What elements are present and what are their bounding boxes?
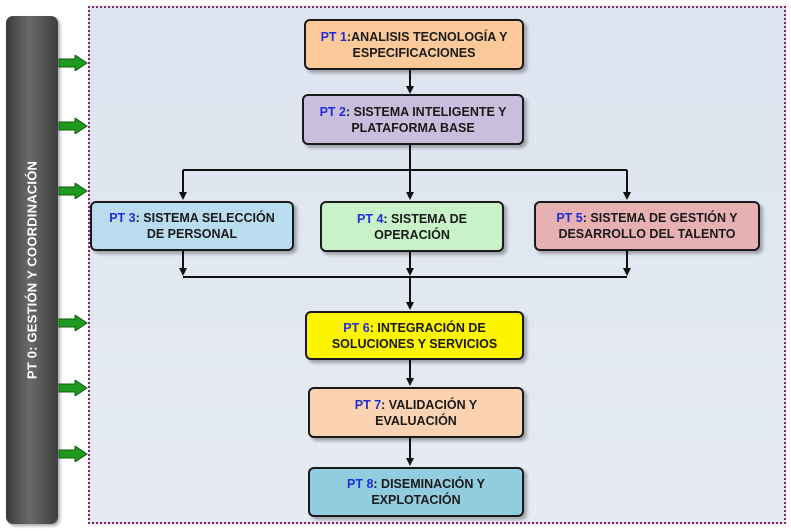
pt1-title-line2: ESPECIFICACIONES (352, 45, 476, 60)
pt5-box: PT 5: SISTEMA DE GESTIÓN Y DESARROLLO DEL… (534, 201, 760, 251)
green-arrow-icon (58, 380, 88, 396)
pt5-code: PT 5 (556, 211, 583, 225)
pt8-title-line1: DISEMINACIÓN Y (381, 477, 485, 491)
pt1-separator: : (346, 29, 352, 44)
pt5-separator: : (582, 211, 591, 225)
green-arrow-icon (58, 55, 88, 71)
pt3-title-line2: DE PERSONAL (146, 227, 238, 241)
pt3-code: PT 3 (109, 211, 136, 225)
pt8-title-line2: EXPLOTACIÓN (371, 493, 461, 507)
pt6-title-line2: SOLUCIONES Y SERVICIOS (331, 336, 498, 351)
pt4-title-line2: OPERACIÓN (374, 227, 450, 242)
pt8-separator: : (373, 477, 382, 491)
pt0-coordination-bar (6, 16, 58, 524)
pt4-title-line1: SISTEMA DE (391, 211, 467, 226)
pt6-title-line1: INTEGRACIÓN DE (377, 320, 486, 335)
pt3-title-line1: SISTEMA SELECCIÓN (143, 211, 275, 225)
pt3-box: PT 3: SISTEMA SELECCIÓN DE PERSONAL (90, 201, 294, 251)
pt8-box: PT 8: DISEMINACIÓN Y EXPLOTACIÓN (308, 467, 524, 517)
pt1-title-line1: ANALISIS TECNOLOGÍA Y (351, 29, 508, 44)
green-arrow-icon (58, 315, 88, 331)
pt5-title-line2: DESARROLLO DEL TALENTO (558, 227, 736, 241)
pt1-code: PT 1 (320, 29, 347, 44)
green-arrow-icon (58, 118, 88, 134)
pt7-separator: : (381, 397, 389, 412)
pt4-separator: : (383, 211, 392, 226)
pt6-code: PT 6 (343, 320, 370, 335)
pt8-code: PT 8 (347, 477, 374, 491)
pt7-code: PT 7 (354, 397, 382, 412)
pt4-code: PT 4 (357, 211, 384, 226)
pt2-code: PT 2 (319, 104, 346, 119)
green-arrow-icon (58, 446, 88, 462)
pt2-title-line2: PLATAFORMA BASE (351, 120, 475, 135)
pt3-separator: : (135, 211, 144, 225)
pt6-separator: : (369, 320, 378, 335)
pt2-title-line1: SISTEMA INTELIGENTE Y (353, 104, 507, 119)
pt7-title-line1: VALIDACIÓN Y (388, 397, 478, 412)
pt7-title-line2: EVALUACIÓN (375, 413, 457, 428)
pt2-separator: : (345, 104, 354, 119)
pt5-title-line1: SISTEMA DE GESTIÓN Y (590, 211, 738, 225)
green-arrow-icon (58, 183, 88, 199)
